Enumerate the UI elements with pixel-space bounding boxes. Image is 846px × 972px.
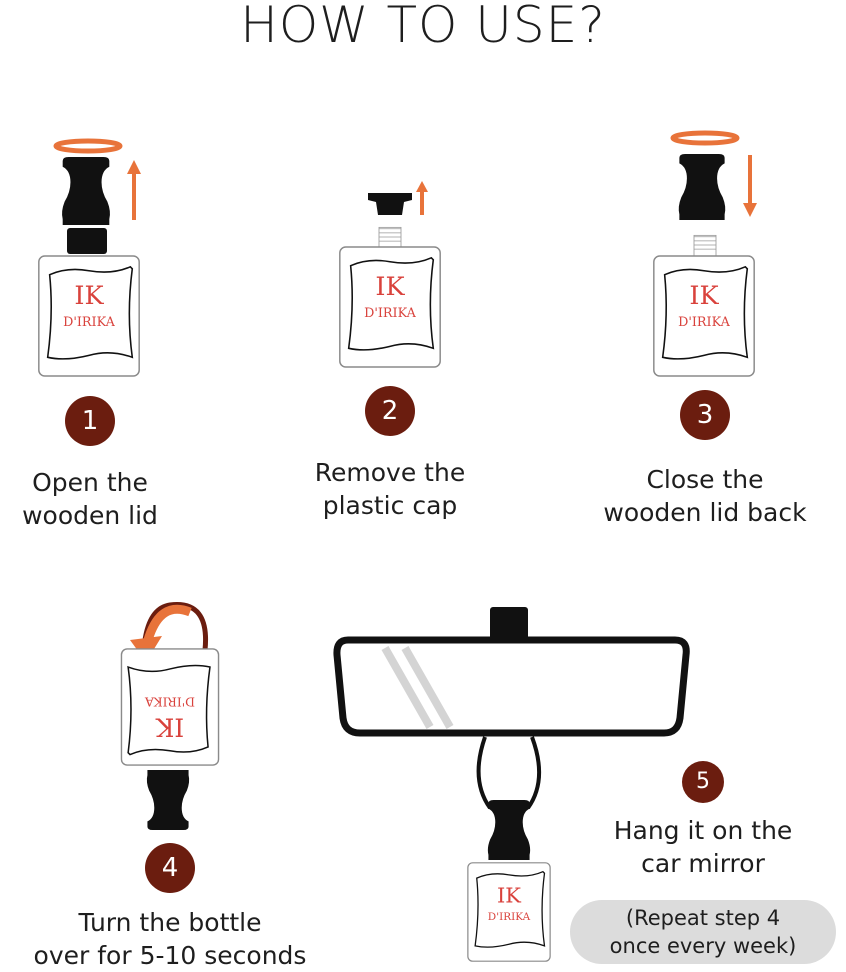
step3-illustration xyxy=(653,130,757,377)
step-number-1: 1 xyxy=(65,396,115,446)
bottle xyxy=(467,862,551,962)
caption-line: Close the xyxy=(646,465,764,494)
bottle xyxy=(38,255,140,377)
step4-illustration xyxy=(120,602,220,830)
step-2-caption: Remove the plastic cap xyxy=(230,456,550,522)
step5-illustration xyxy=(333,607,690,962)
caption-line: Hang it on the xyxy=(613,816,793,845)
rotate-arrow-icon xyxy=(670,130,740,146)
hanging-strap xyxy=(476,736,542,810)
caption-line: car mirror xyxy=(641,849,765,878)
arrow-up-icon xyxy=(416,181,428,215)
caption-line: wooden lid back xyxy=(603,498,807,527)
plastic-cap xyxy=(67,228,107,254)
step-4-caption: Turn the bottle over for 5-10 seconds xyxy=(10,906,330,972)
step-number-5: 5 xyxy=(682,761,724,803)
mirror-mount xyxy=(490,607,528,641)
step-3-caption: Close the wooden lid back xyxy=(545,463,846,529)
step-number-3: 3 xyxy=(680,390,730,440)
step-5-caption: Hang it on the car mirror xyxy=(543,814,846,880)
bottle xyxy=(339,246,441,368)
bottle-upside-down xyxy=(120,648,220,766)
wooden-lid xyxy=(678,154,726,220)
arrow-up-icon xyxy=(127,160,141,220)
wooden-lid xyxy=(146,770,190,830)
bottle xyxy=(653,255,755,377)
wooden-lid xyxy=(487,800,531,860)
caption-line: Turn the bottle xyxy=(78,908,262,937)
note-line: (Repeat step 4 xyxy=(625,906,781,930)
arrow-down-icon xyxy=(743,155,757,217)
caption-line: Open the xyxy=(32,468,148,497)
wooden-lid xyxy=(62,157,110,225)
caption-line: plastic cap xyxy=(322,491,458,520)
repeat-note: (Repeat step 4 once every week) xyxy=(570,900,836,964)
rotate-arrow-icon xyxy=(53,138,123,154)
caption-line: wooden lid xyxy=(22,501,158,530)
caption-line: Remove the xyxy=(314,458,466,487)
step-number-4: 4 xyxy=(145,843,195,893)
step-1-caption: Open the wooden lid xyxy=(0,466,250,532)
caption-line: over for 5-10 seconds xyxy=(33,941,307,970)
plastic-cap xyxy=(368,193,412,215)
step-number-2: 2 xyxy=(365,386,415,436)
strap xyxy=(142,602,209,651)
step2-illustration xyxy=(339,181,441,368)
step1-illustration xyxy=(38,138,141,377)
note-line: once every week) xyxy=(609,934,797,958)
page-title: HOW TO USE? xyxy=(240,0,606,54)
